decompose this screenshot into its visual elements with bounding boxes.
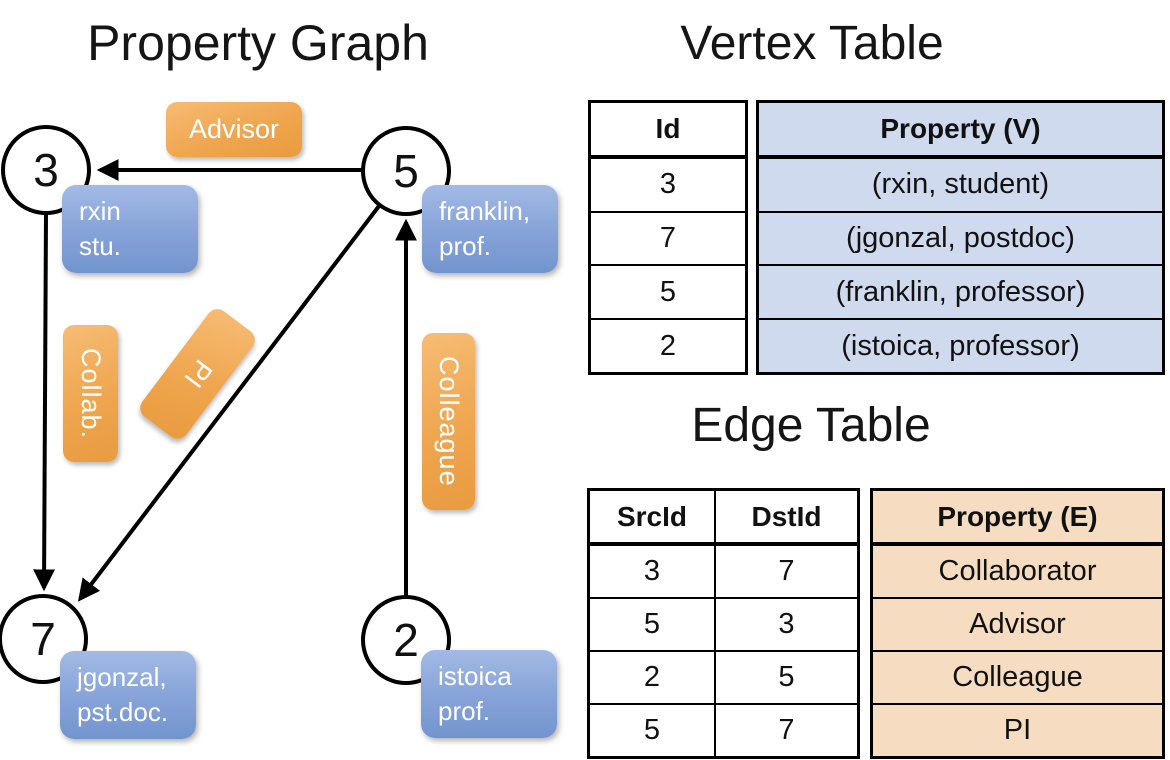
property-graph-title: Property Graph xyxy=(87,15,429,71)
edge-table-header-property: Property (E) xyxy=(873,491,1162,544)
vertex-table-property-cell: (rxin, student) xyxy=(759,156,1162,211)
edge-label-collab-text: Collab. xyxy=(76,347,106,440)
vertex-table-id-cell: 7 xyxy=(591,210,745,265)
vertex-table-header-property: Property (V) xyxy=(759,103,1162,157)
vertex-card-franklin-line2: prof. xyxy=(439,231,492,262)
edge-3-to-7-collab xyxy=(33,213,56,592)
edge-table-property-column: Property (E) Collaborator Advisor Collea… xyxy=(870,488,1165,759)
vertex-table-header-id: Id xyxy=(591,103,745,157)
edge-table-dst-cell: 5 xyxy=(716,650,857,703)
vertex-card-franklin: franklin, prof. xyxy=(422,185,558,273)
edge-label-pi-text: PI xyxy=(177,354,219,395)
vertex-card-jgonzal-line2: pst.doc. xyxy=(77,697,169,728)
edge-table-src-cell: 3 xyxy=(590,544,716,597)
vertex-card-istoica-line1: istoica xyxy=(438,661,512,691)
vertex-card-rxin-line2: stu. xyxy=(79,231,121,262)
vertex-table-property-cell: (jgonzal, postdoc) xyxy=(759,210,1162,265)
edge-table-header-dstid: DstId xyxy=(716,491,857,544)
graph-node-2-id: 2 xyxy=(393,614,419,666)
edge-table-property-cell: PI xyxy=(873,703,1162,756)
edge-table-dst-cell: 7 xyxy=(716,703,857,756)
vertex-table-title: Vertex Table xyxy=(680,17,944,70)
edge-5-to-7-pi xyxy=(78,204,381,602)
vertex-card-istoica: istoica prof. xyxy=(421,650,557,738)
edge-table-property-cell: Advisor xyxy=(873,597,1162,650)
edge-label-collab: Collab. xyxy=(63,325,118,462)
edge-table-title: Edge Table xyxy=(691,399,931,452)
edge-table-header-srcid: SrcId xyxy=(590,491,716,544)
vertex-card-jgonzal-line1: jgonzal, xyxy=(77,662,167,692)
vertex-table-property-cell: (istoica, professor) xyxy=(759,318,1162,372)
vertex-card-rxin: rxin stu. xyxy=(62,185,198,273)
graph-node-5-id: 5 xyxy=(393,145,419,197)
edge-table-src-cell: 2 xyxy=(590,650,716,703)
edge-table-property-cell: Colleague xyxy=(873,650,1162,703)
vertex-table-property-cell: (franklin, professor) xyxy=(759,264,1162,318)
vertex-card-franklin-line1: franklin, xyxy=(439,196,531,226)
edge-label-colleague: Colleague xyxy=(422,333,475,510)
edge-table-property-cell: Collaborator xyxy=(873,544,1162,597)
vertex-card-rxin-line1: rxin xyxy=(79,196,121,226)
edge-table-src-dst-columns: SrcId DstId 3 7 5 3 2 5 5 7 xyxy=(587,488,860,759)
vertex-table-id-cell: 2 xyxy=(591,318,745,372)
vertex-table-id-cell: 3 xyxy=(591,156,745,211)
vertex-table-id-column: Id 3 7 5 2 xyxy=(588,100,748,375)
graph-node-2: 2 xyxy=(361,595,451,685)
edge-label-colleague-text: Colleague xyxy=(434,356,464,487)
vertex-table-property-column: Property (V) (rxin, student) (jgonzal, p… xyxy=(756,100,1165,375)
vertex-card-jgonzal: jgonzal, pst.doc. xyxy=(60,651,196,739)
edge-table-src-cell: 5 xyxy=(590,703,716,756)
edge-table-dst-cell: 7 xyxy=(716,544,857,597)
vertex-table-id-cell: 5 xyxy=(591,264,745,318)
edge-label-advisor: Advisor xyxy=(166,102,302,157)
edge-label-advisor-text: Advisor xyxy=(188,114,280,144)
graph-edges xyxy=(33,159,417,602)
vertex-card-istoica-line2: prof. xyxy=(438,696,491,727)
graph-node-3-id: 3 xyxy=(33,144,59,196)
edge-table-dst-cell: 3 xyxy=(716,597,857,650)
edge-table-src-cell: 5 xyxy=(590,597,716,650)
graph-node-7-id: 7 xyxy=(30,613,56,665)
